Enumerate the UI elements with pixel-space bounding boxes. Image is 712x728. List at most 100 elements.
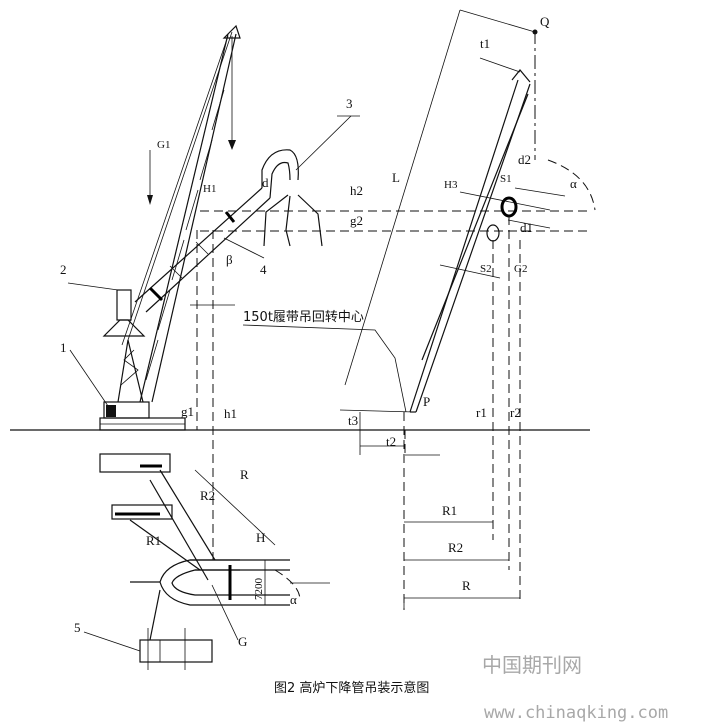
watermark-url: www.chinaqking.com [484, 703, 668, 723]
mast-lattice [120, 349, 139, 386]
pipe-edge-bottom [145, 197, 271, 313]
sling-rope [149, 589, 161, 641]
label-G1: G1 [157, 139, 170, 151]
label-h1: h1 [224, 406, 237, 421]
crane-mast [117, 339, 144, 403]
pipe-top-flange [511, 69, 531, 83]
label-Q: Q [540, 14, 550, 29]
pipe-body-right [415, 83, 531, 413]
label-G: G [238, 634, 247, 649]
label-d1: d1 [520, 220, 533, 235]
label-g1: g1 [181, 404, 194, 419]
label-R2-plan: R2 [200, 488, 215, 503]
label-P: P [423, 394, 430, 409]
figure-caption: 图2 高炉下降管吊装示意图 [274, 680, 429, 696]
d1-dim [507, 219, 551, 229]
radius-line-r [159, 469, 216, 561]
crane-body [103, 401, 150, 419]
pipe-elbow-outer [261, 149, 299, 188]
tool-post [116, 289, 132, 321]
callout-3-leader [295, 115, 352, 171]
label-L: L [392, 170, 400, 185]
claw-left-arm [263, 194, 289, 247]
label-R2: R2 [448, 540, 463, 555]
crane-center-leader [242, 324, 407, 413]
plan-pipe-outer [159, 559, 290, 606]
pipe-ring [148, 286, 164, 302]
radius-line-r2 [149, 479, 209, 581]
luffing-rope [121, 35, 229, 346]
radius-line-r1 [129, 519, 201, 571]
crawler-crane [99, 24, 241, 431]
luffing-rope [127, 31, 233, 341]
length-dim-line [344, 9, 461, 386]
claw-mid-arm [285, 195, 291, 247]
boom-lattice [199, 139, 213, 181]
label-G2: G2 [514, 263, 527, 275]
G-leader [211, 584, 239, 641]
callout-4: 4 [260, 262, 267, 277]
downcomer-pipe-upper [134, 115, 360, 313]
lifting-tool-2 [67, 282, 146, 337]
pipe-ring [224, 211, 236, 223]
crane-counterweight [106, 405, 116, 417]
label-t2: t2 [386, 434, 396, 449]
alpha-arc [547, 159, 596, 211]
label-H: H [256, 530, 265, 545]
crane-center-label: 150t履带吊回转中心 [243, 310, 364, 325]
boom-lattice [157, 289, 171, 331]
label-r2: r2 [510, 405, 521, 420]
label-d: d [262, 175, 269, 190]
boom-lattice [185, 189, 199, 231]
pipe-segment [169, 265, 183, 279]
boom-lattice [171, 239, 185, 281]
main-boom-left-chord [139, 33, 229, 403]
load-arrowhead [147, 195, 153, 205]
label-R1: R1 [442, 503, 457, 518]
callout-1: 1 [60, 340, 67, 355]
watermark-cn: 中国期刊网 [482, 653, 582, 677]
plan-pipe-inner [171, 569, 290, 596]
claw-right-arm [297, 194, 323, 247]
callout-4-leader [223, 237, 265, 259]
length-dim-top-ext [459, 9, 536, 33]
plan-alpha-arc [274, 569, 301, 601]
label-beta: β [226, 252, 233, 267]
label-R: R [462, 578, 471, 593]
callout-5-leader [83, 631, 141, 652]
main-boom-right-chord [151, 33, 237, 403]
s1-extension [459, 191, 551, 211]
lifting-point-s2 [486, 224, 500, 242]
tool-base [102, 319, 146, 337]
label-7200: 7200 [253, 578, 265, 601]
pipe-body-inner [421, 93, 529, 361]
d2-dim [514, 187, 566, 197]
label-g2: g2 [350, 213, 363, 228]
pipe-segment [195, 241, 209, 255]
hook-block [228, 140, 236, 150]
pipe-elbow-inner [269, 161, 291, 199]
p-horizontal [339, 409, 416, 413]
label-d2: d2 [518, 152, 531, 167]
label-h2: h2 [350, 183, 363, 198]
t1-dim [479, 57, 521, 73]
callout-1-leader [69, 349, 109, 407]
s2-extension [439, 264, 501, 279]
label-t3: t3 [348, 413, 358, 428]
label-t1: t1 [480, 36, 490, 51]
boom-lattice [145, 339, 159, 381]
plan-view [83, 453, 330, 670]
R-long-line [194, 469, 276, 546]
callout-5: 5 [74, 620, 81, 635]
callout-2-leader [67, 282, 119, 291]
label-R-plan: R [240, 467, 249, 482]
point-q-marker [532, 29, 538, 35]
label-r1: r1 [476, 405, 487, 420]
label-S1: S1 [500, 173, 512, 185]
boom-lattice [211, 89, 225, 131]
plan-track-bottom [111, 504, 173, 520]
plan-track-top [99, 453, 171, 473]
label-H1: H1 [203, 183, 216, 195]
